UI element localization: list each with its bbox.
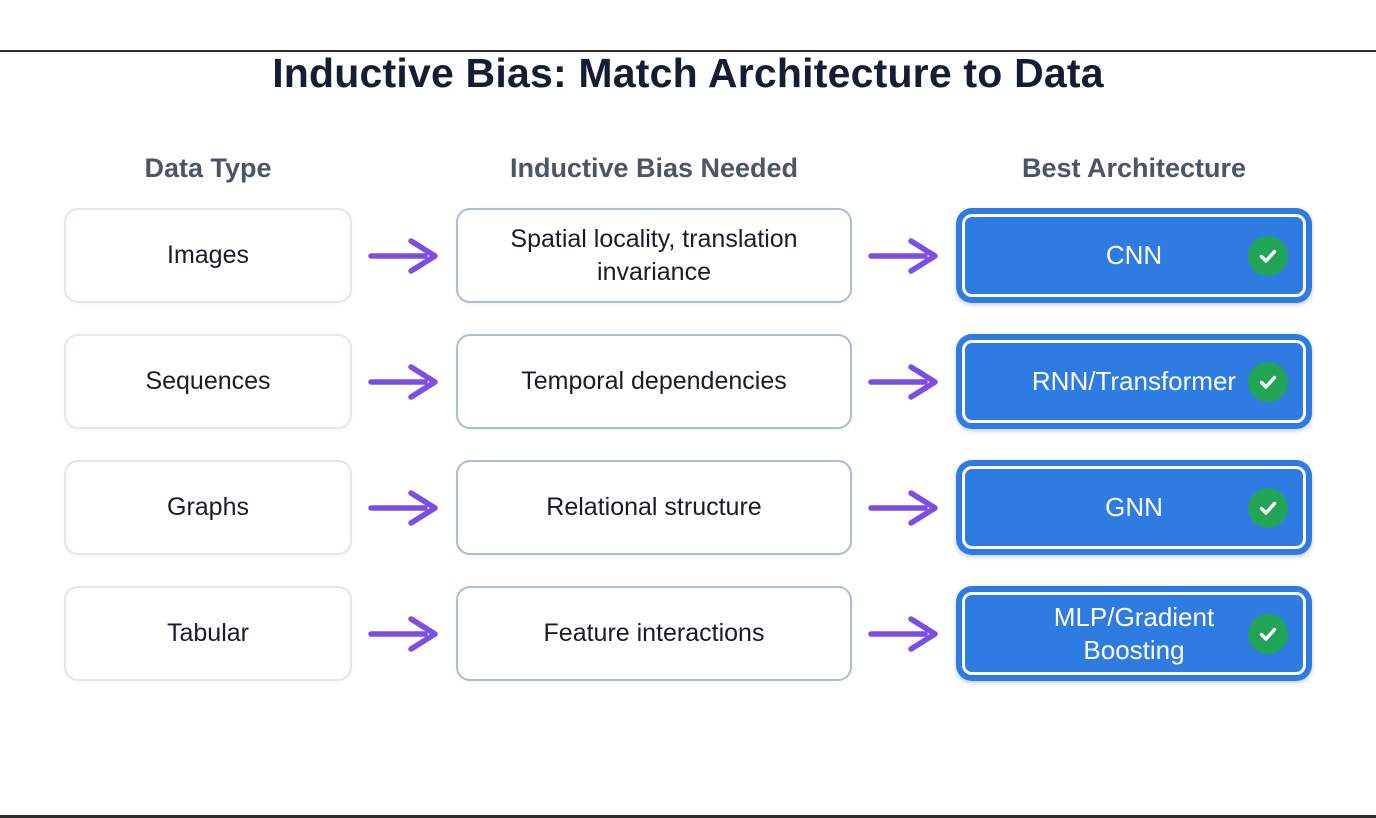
architecture-label: CNN (1105, 240, 1163, 271)
right-arrow-icon (866, 235, 942, 277)
right-arrow-icon (866, 487, 942, 529)
data-type-box: Tabular (64, 586, 352, 681)
right-arrow-icon (366, 487, 442, 529)
column-header-best-architecture: Best Architecture (1021, 153, 1247, 183)
architecture-box: RNN/Transformer (956, 334, 1312, 429)
check-icon (1248, 487, 1288, 528)
inductive-bias-label: Spatial locality, translation invariance (510, 225, 798, 286)
right-arrow-icon (366, 361, 442, 403)
diagram-rows: Images Spatial locality, translation inv… (0, 208, 1376, 681)
check-icon (1248, 361, 1288, 402)
architecture-label: GNN (1105, 492, 1163, 523)
column-header-inductive-bias: Inductive Bias Needed (509, 153, 799, 183)
right-arrow-icon (366, 613, 442, 655)
check-icon (1248, 235, 1288, 276)
top-border-strip (0, 50, 1376, 52)
architecture-label: MLP/Gradient Boosting (1053, 602, 1215, 665)
right-arrow-icon (866, 613, 942, 655)
column-headers: Data Type Inductive Bias Needed Best Arc… (0, 153, 1376, 184)
inductive-bias-box: Relational structure (456, 460, 852, 555)
data-type-box: Images (64, 208, 352, 303)
inductive-bias-label: Temporal dependencies (521, 367, 787, 396)
architecture-box: CNN (956, 208, 1312, 303)
data-type-label: Graphs (167, 493, 249, 522)
data-type-label: Tabular (167, 619, 249, 648)
inductive-bias-label: Relational structure (546, 493, 762, 522)
inductive-bias-box: Temporal dependencies (456, 334, 852, 429)
architecture-box: GNN (956, 460, 1312, 555)
check-icon (1248, 613, 1288, 654)
architecture-box: MLP/Gradient Boosting (956, 586, 1312, 681)
architecture-label: RNN/Transformer (1031, 366, 1237, 397)
page-title: Inductive Bias: Match Architecture to Da… (272, 50, 1104, 96)
right-arrow-icon (866, 361, 942, 403)
data-type-box: Sequences (64, 334, 352, 429)
data-type-box: Graphs (64, 460, 352, 555)
inductive-bias-box: Spatial locality, translation invariance (456, 208, 852, 303)
inductive-bias-label: Feature interactions (543, 619, 765, 648)
right-arrow-icon (366, 235, 442, 277)
data-type-label: Sequences (145, 367, 271, 396)
column-header-data-type: Data Type (144, 153, 272, 183)
inductive-bias-box: Feature interactions (456, 586, 852, 681)
data-type-label: Images (167, 241, 249, 270)
